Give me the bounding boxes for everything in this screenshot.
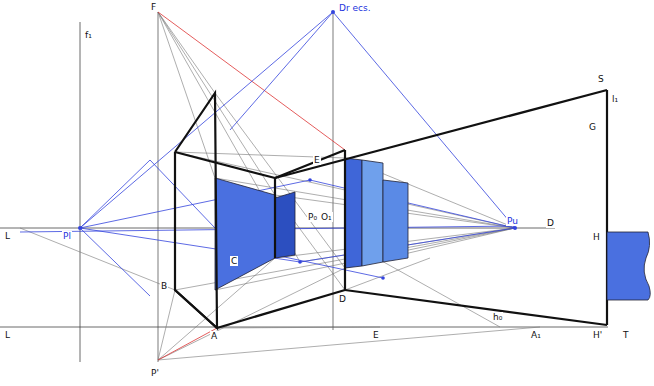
- point-label: O₁: [320, 212, 333, 222]
- vanishing-lines: [20, 12, 540, 360]
- point-label: A: [210, 331, 218, 341]
- point-label: G: [588, 122, 597, 132]
- ground-line: [0, 327, 608, 328]
- blue-face: [362, 160, 383, 266]
- point-label: E: [313, 155, 321, 165]
- blue-face: [383, 180, 408, 262]
- point-label: Pl: [62, 231, 72, 241]
- vertical-line: [158, 12, 159, 362]
- point-label: D: [546, 218, 555, 228]
- point-label: f₁: [84, 30, 93, 40]
- point-label: L: [4, 231, 11, 241]
- blue-face: [215, 178, 275, 290]
- point-label: P': [150, 368, 160, 378]
- point-label: P₀: [307, 212, 318, 222]
- object-outline: [175, 90, 607, 328]
- point-label: Pu: [506, 216, 519, 226]
- point-label: L: [4, 330, 11, 340]
- point-label: h₀: [492, 312, 503, 322]
- point-label: l₁: [611, 94, 619, 104]
- vertical-line: [333, 12, 334, 330]
- point-label: C: [230, 256, 238, 266]
- point-label: E: [372, 330, 380, 340]
- blue-face: [345, 158, 362, 268]
- point-label: Dr ecs.: [338, 3, 372, 13]
- point-label: A₁: [530, 330, 542, 340]
- construction-lines: [0, 10, 650, 362]
- point-label: H: [592, 232, 601, 242]
- red-ray: [158, 12, 345, 150]
- blue-face: [275, 192, 295, 258]
- point-label: F: [150, 2, 157, 12]
- points: [78, 10, 517, 280]
- point-label: T: [622, 330, 630, 340]
- blue-construction: [20, 12, 515, 296]
- red-ray: [158, 328, 217, 360]
- point-label: B: [160, 281, 168, 291]
- point-label: H': [592, 330, 603, 340]
- vertical-line: [80, 22, 81, 362]
- section-face: [607, 232, 650, 300]
- point-label: S: [597, 74, 605, 84]
- point-label: D: [338, 294, 347, 304]
